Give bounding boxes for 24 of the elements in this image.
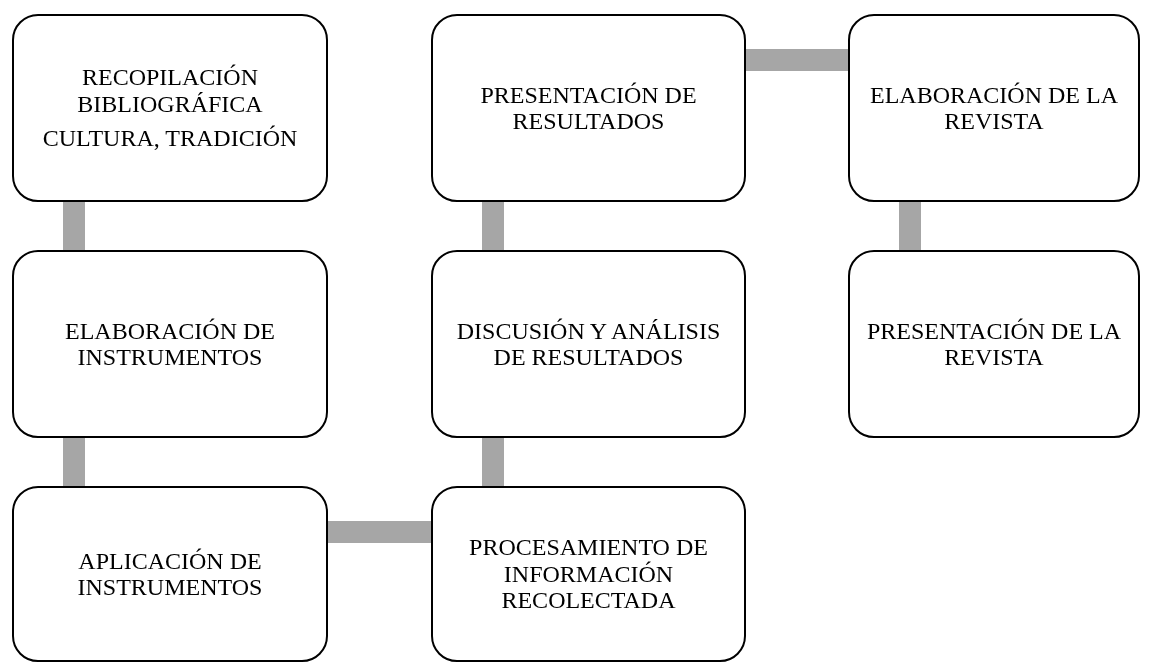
process-box <box>431 250 746 438</box>
box-text: ELABORACIÓN DE INSTRUMENTOS <box>64 317 276 371</box>
box-text: PRESENTACIÓN DE LA REVISTA <box>865 317 1123 371</box>
box-text: RECOPILACIÓN BIBLIOGRÁFICA <box>76 64 264 118</box>
connector-bar <box>482 202 504 250</box>
process-box <box>12 486 328 662</box>
box-text: PRESENTACIÓN DE RESULTADOS <box>479 81 698 135</box>
connector-bar <box>63 438 85 486</box>
connector-bar <box>63 202 85 250</box>
connector-bar <box>482 438 504 486</box>
process-box <box>12 250 328 438</box>
box-text: PROCESAMIENTO DE INFORMACIÓN RECOLECTADA <box>468 534 709 614</box>
connector-bar <box>746 49 848 71</box>
process-box <box>12 14 328 202</box>
box-text: CULTURA, TRADICIÓN <box>42 125 298 152</box>
process-box <box>848 14 1140 202</box>
process-box <box>431 486 746 662</box>
box-text: ELABORACIÓN DE LA REVISTA <box>869 81 1119 135</box>
process-box <box>848 250 1140 438</box>
box-text: APLICACIÓN DE INSTRUMENTOS <box>76 547 264 601</box>
connector-bar <box>328 521 431 543</box>
box-text: DISCUSIÓN Y ANÁLISIS DE RESULTADOS <box>455 317 722 371</box>
process-box <box>431 14 746 202</box>
connector-bar <box>899 202 921 250</box>
